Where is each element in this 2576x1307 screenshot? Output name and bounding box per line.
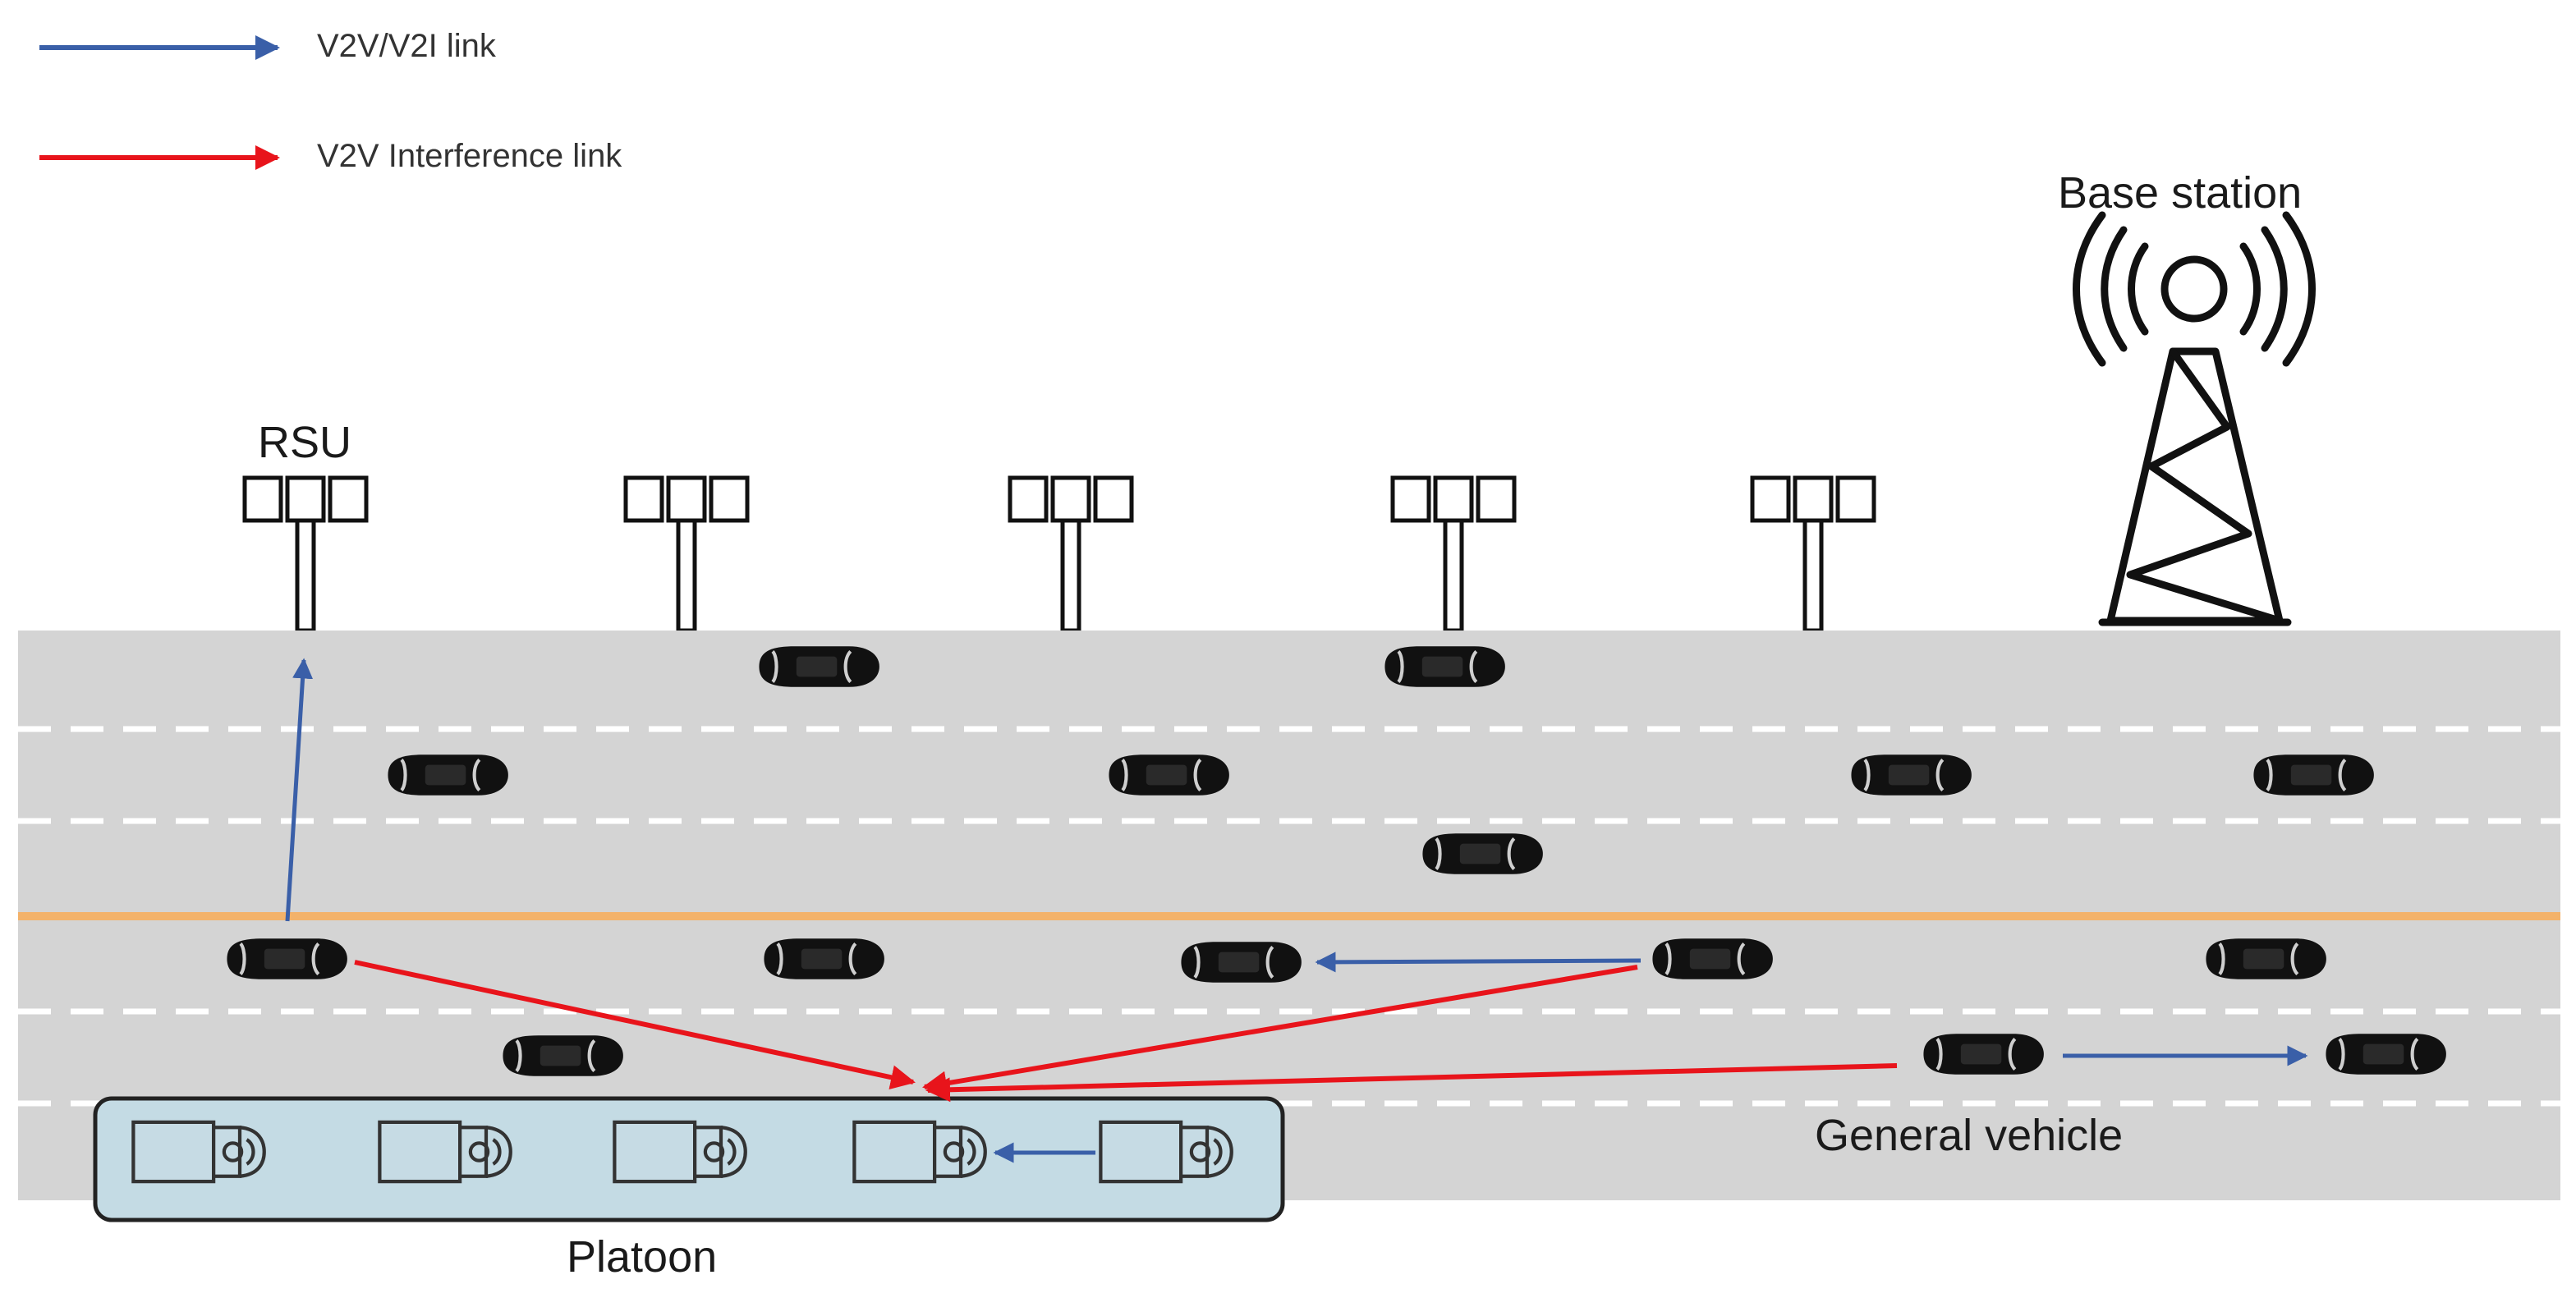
rsu-antenna-icon <box>245 478 366 631</box>
car-icon <box>2206 938 2326 979</box>
rsu-antenna-icon <box>1752 478 1874 631</box>
interference-link-arrow <box>922 965 1638 1096</box>
car-icon <box>1652 938 1772 979</box>
car-icon <box>764 938 884 979</box>
car-icon <box>503 1035 622 1076</box>
base-station-label: Base station <box>2058 168 2303 218</box>
interference-link-arrow <box>354 960 916 1089</box>
car-icon <box>2253 754 2373 796</box>
rsu-antenna-icon <box>1010 478 1132 631</box>
car-icon <box>1851 754 1971 796</box>
rsu-antenna-icon <box>1393 478 1514 631</box>
legend-interference-label: V2V Interference link <box>317 138 622 174</box>
v2v-link-arrow <box>1315 952 1642 973</box>
cell-tower-icon <box>2073 211 2316 626</box>
platoon-label: Platoon <box>567 1232 718 1282</box>
car-icon <box>759 646 879 687</box>
car-icon <box>388 754 507 796</box>
rsu-antenna-icon <box>626 478 747 631</box>
general-vehicle-label: General vehicle <box>1815 1111 2124 1160</box>
car-icon <box>1181 942 1301 983</box>
car-icon <box>2326 1034 2445 1075</box>
rsu-label: RSU <box>258 418 352 467</box>
car-icon <box>227 938 347 979</box>
car-icon <box>1384 646 1504 687</box>
car-icon <box>1422 833 1542 874</box>
interference-link-arrow <box>925 1063 1898 1103</box>
car-icon <box>1109 754 1228 796</box>
legend-v2v-label: V2V/V2I link <box>317 28 496 64</box>
v2i-link-arrow <box>285 658 314 922</box>
car-icon <box>1923 1034 2043 1075</box>
